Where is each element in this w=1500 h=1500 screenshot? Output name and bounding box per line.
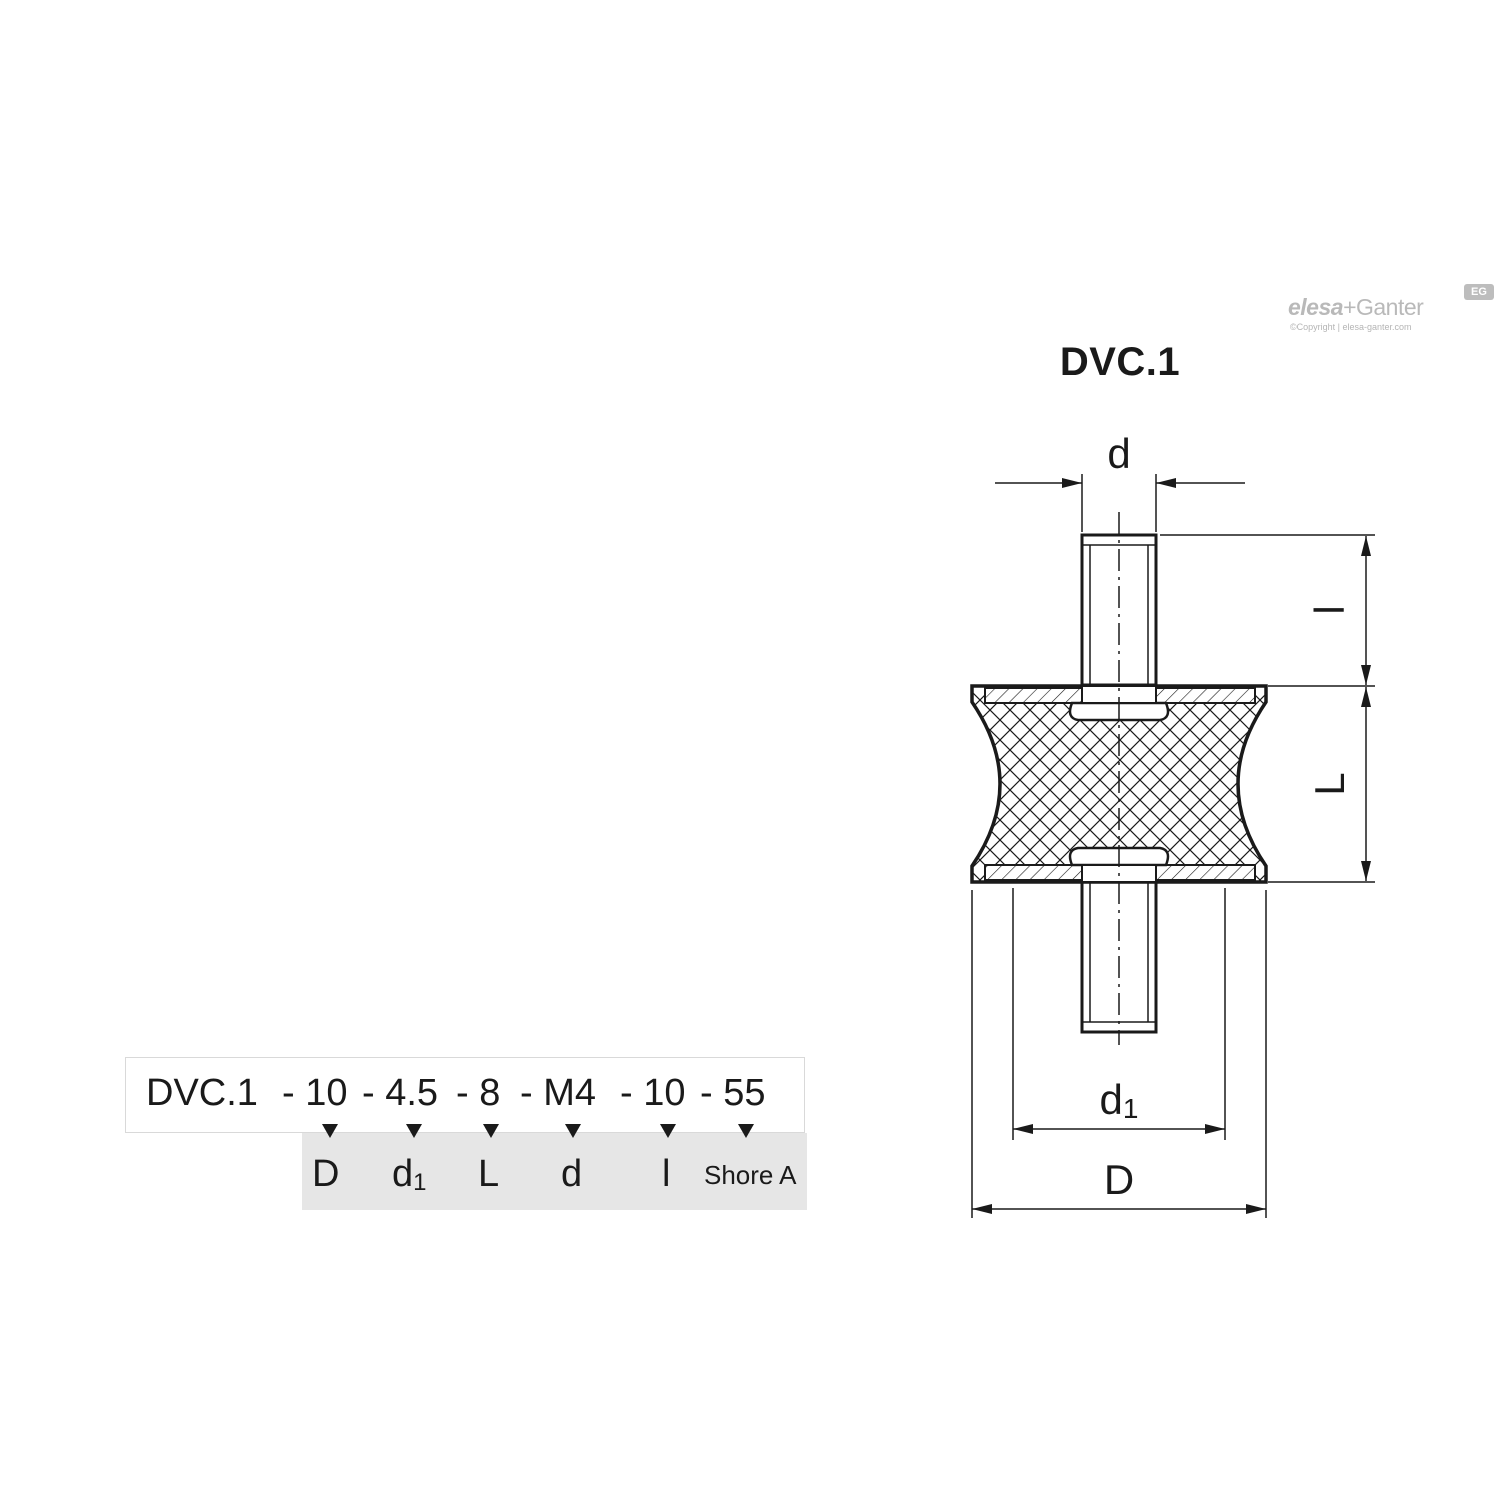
dimension-d: d	[995, 430, 1245, 532]
dimension-label-D: D	[1104, 1156, 1134, 1203]
designation-box	[125, 1057, 805, 1133]
pointer-arrow-icon	[738, 1124, 754, 1138]
legend-label-shore-a: Shore A	[704, 1160, 797, 1190]
legend-label-l: l	[662, 1153, 671, 1195]
legend-label-d1: d1	[392, 1153, 427, 1196]
brand-mark-icon: EG	[1464, 284, 1494, 300]
pointer-arrow-icon	[565, 1124, 581, 1138]
dimension-label-d1: d1	[1100, 1076, 1139, 1124]
legend-label-d: d	[561, 1153, 583, 1195]
product-title: DVC.1	[1059, 340, 1181, 384]
pointer-arrow-icon	[660, 1124, 676, 1138]
designation-part: - 4.5	[362, 1072, 439, 1114]
designation-part: - M4	[520, 1072, 596, 1114]
designation-part: - 8	[456, 1072, 501, 1114]
copyright-text: ©Copyright | elesa-ganter.com	[1290, 322, 1412, 332]
legend-label-L: L	[478, 1153, 500, 1195]
designation-part: - 10	[620, 1072, 686, 1114]
dimension-D: D	[971, 890, 1267, 1218]
dimension-label-L: L	[1306, 772, 1353, 795]
dimension-d1: d1	[1012, 888, 1226, 1140]
designation-part: - 10	[282, 1072, 348, 1114]
brand-logo: elesa+Ganter ©Copyright | elesa-ganter.c…	[1288, 284, 1498, 344]
dimension-l-L: l L	[1160, 534, 1375, 883]
pointer-arrow-icon	[322, 1124, 338, 1138]
dimension-label-d: d	[1107, 430, 1130, 477]
designation-part: DVC.1	[146, 1072, 258, 1114]
brand-logo-text: elesa+Ganter	[1288, 294, 1424, 320]
designation-part: - 55	[700, 1072, 766, 1114]
designation-legend	[302, 1133, 807, 1210]
pointer-arrow-icon	[406, 1124, 422, 1138]
pointer-arrow-icon	[483, 1124, 499, 1138]
dimension-label-l: l	[1306, 605, 1353, 614]
legend-label-D: D	[312, 1153, 340, 1195]
